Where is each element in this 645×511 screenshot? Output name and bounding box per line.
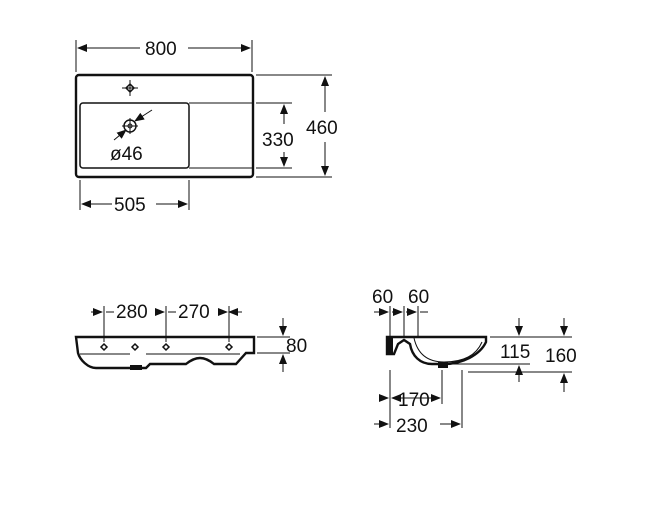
basin-outline — [74, 73, 255, 179]
side-basin-outline — [385, 335, 488, 366]
front-view: 280 270 80 — [74, 302, 307, 372]
top-view: ø46 800 460 330 505 — [74, 39, 338, 216]
front-hole-marks — [99, 342, 234, 370]
depth-170-label: 170 — [398, 390, 430, 411]
tap-hole-icon — [122, 80, 138, 96]
side-view: 60 60 170 230 115 160 — [372, 287, 577, 437]
depth-230-label: 230 — [396, 416, 428, 437]
bowl-depth-330-label: 330 — [262, 130, 294, 151]
width-800-label: 800 — [145, 39, 177, 60]
offset-right-60-label: 60 — [408, 287, 429, 308]
inner-height-115-label: 115 — [500, 342, 530, 363]
total-height-160-label: 160 — [545, 346, 577, 367]
height-80-label: 80 — [286, 336, 307, 357]
offset-left-60-label: 60 — [372, 287, 393, 308]
bowl-outline — [79, 102, 190, 169]
drain-diameter-label: ø46 — [110, 144, 143, 165]
depth-460-label: 460 — [306, 118, 338, 139]
deck-outline — [189, 102, 252, 169]
tap-to-bowl-280-label: 280 — [116, 302, 148, 323]
drain-icon — [113, 109, 153, 141]
bowl-width-505-label: 505 — [114, 195, 146, 216]
front-basin-outline — [74, 335, 256, 370]
bowl-to-edge-270-label: 270 — [178, 302, 210, 323]
